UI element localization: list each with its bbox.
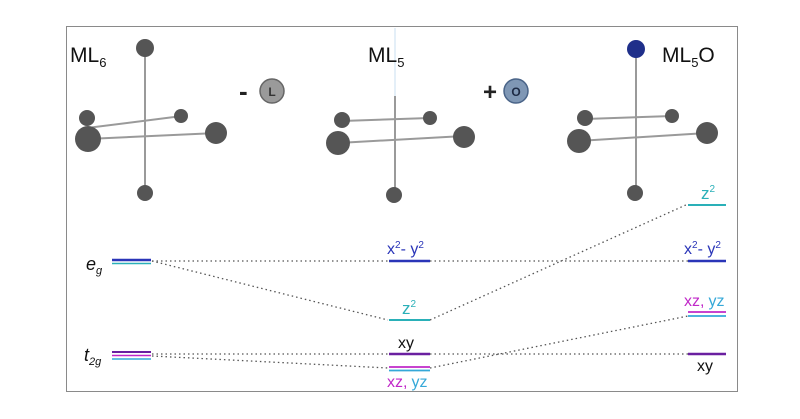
ml5-atom [423,111,437,125]
ml6-atom [75,126,101,152]
ml6-t2g-level [112,351,151,360]
ml5o-eq-bond [577,132,708,142]
plus-sign: + [483,79,497,106]
ml5-xz-yz-label: xz,yz [387,374,427,391]
ml5o-x2y2-label: x2- y2 [684,240,721,258]
ml5-atom [386,187,402,203]
oxygen-letter: O [511,85,520,99]
ml5-structure [326,28,475,203]
ml5o-eq-bond [584,115,673,120]
t2g-label: t2g [84,345,102,368]
ml5o-xz-yz-label: xz,yz [684,293,724,310]
ml6-atom [137,185,153,201]
corr-line [429,203,689,321]
ml5-eq-bond [341,117,431,122]
ligand-letter: L [268,85,275,99]
ml5o-xy-label: xy [697,358,713,375]
ml5o-atom [696,122,718,144]
diagram-frame [66,26,738,392]
ml5o-label: ML5O [662,44,715,70]
ml5o-atom [665,109,679,123]
eg-label: eg [86,254,103,277]
ml5-atom [334,112,350,128]
corr-line [151,260,389,321]
ml6-atom [205,122,227,144]
corr-line [429,315,689,369]
corr-line [151,355,389,369]
ml5o-atom [567,129,591,153]
ml6-eq-bond [86,132,218,140]
minus-ligand-group: - L [239,76,285,106]
ml6-structure [75,39,227,201]
ml6-eg-level [112,258,151,265]
oxygen-ball-icon [503,78,529,104]
ml5-label: ML5 [368,44,404,70]
ml5-atom [453,126,475,148]
ml6-atom [174,109,188,123]
oxo-atom [627,40,645,58]
ml6-atom [79,110,95,126]
ligand-ball-icon [259,78,285,104]
ml5-z2-label: z2 [402,299,417,318]
ml5o-z2-label: z2 [701,184,716,203]
ml5-xy-label: xy [398,335,414,352]
ml5o-structure [567,40,718,201]
ml5-eq-bond [337,135,465,144]
ml5o-atom [577,110,593,126]
ml5o-atom [627,185,643,201]
ml6-atom [136,39,154,57]
ml5-atom [326,131,350,155]
ml5-x2y2-label: x2- y2 [387,240,424,258]
ml6-label: ML6 [70,44,106,70]
correlation-lines [151,203,689,369]
minus-sign: - [239,76,248,106]
ml6-eq-bond [86,115,183,129]
plus-oxygen-group: + O [483,78,529,106]
